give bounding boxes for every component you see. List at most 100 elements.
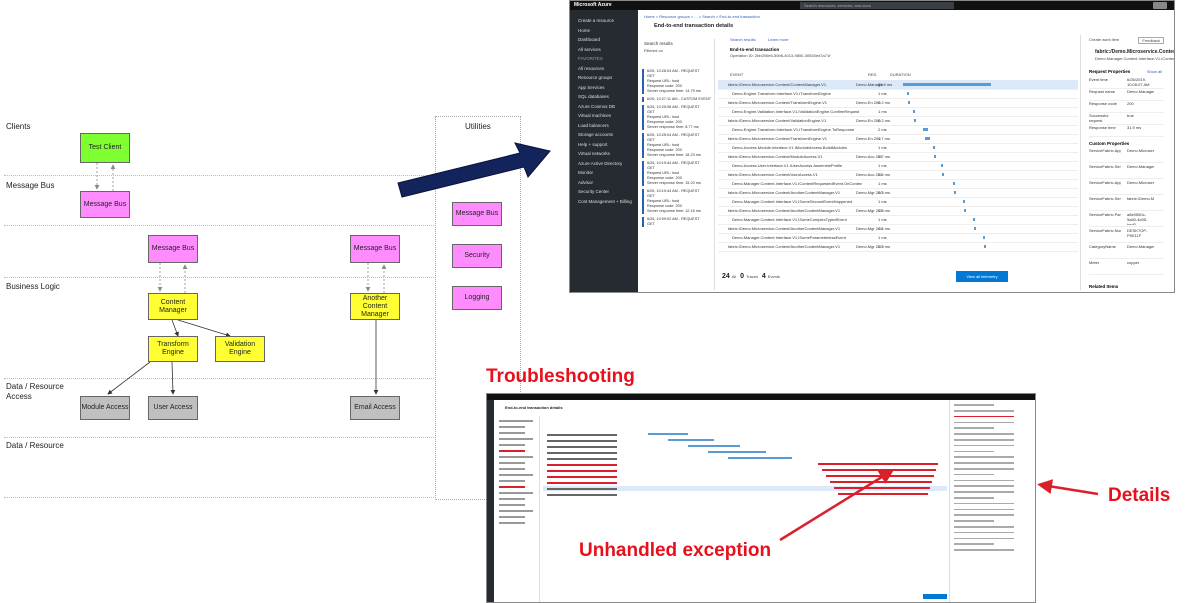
trace-row-duration: 2 ms bbox=[878, 127, 887, 132]
portal-main: Home > Resource groups > ... > Search > … bbox=[642, 13, 1175, 290]
sidebar-item[interactable]: Virtual machines bbox=[578, 113, 612, 118]
trace-row[interactable]: Demo.Manager.Content.Interface.V1.ISomeS… bbox=[718, 197, 1078, 207]
trace-row[interactable]: Demo.Manager.Content.Interface.V1.ISomeP… bbox=[718, 233, 1078, 243]
brand-label: Microsoft Azure bbox=[574, 2, 612, 8]
avatar[interactable] bbox=[1153, 2, 1167, 9]
sidebar-item[interactable]: Create a resource bbox=[578, 18, 615, 23]
portal-sidebar: Create a resource Home Dashboard All ser… bbox=[570, 10, 638, 292]
ts-trace-name bbox=[547, 452, 617, 454]
trace-row-res: Demo.Mgr 200 bbox=[856, 226, 883, 231]
trace-row[interactable]: Demo.Access.User.Interface.V1.IUserAcces… bbox=[718, 161, 1078, 171]
trace-row[interactable]: fabric:/Demo.Microservice.Content/Anothe… bbox=[718, 242, 1078, 252]
ts-detail-line bbox=[954, 549, 1014, 551]
result-line: Server response time: 18.23 ms bbox=[647, 153, 701, 157]
ts-sidebar bbox=[487, 400, 494, 602]
sidebar-item[interactable]: Cost Management + Billing bbox=[578, 198, 632, 204]
feedback-button[interactable]: Feedback bbox=[1138, 37, 1164, 44]
sidebar-item[interactable]: Load balancers bbox=[578, 122, 609, 128]
property-row: Request nameDemo.Manager.Content.Interfa… bbox=[1089, 89, 1164, 101]
detail-subtitle: Demo.Manager.Content.Interface.V1.IConte… bbox=[1095, 56, 1175, 61]
sidebar-item[interactable]: All resources bbox=[578, 65, 605, 71]
ts-result-line bbox=[499, 462, 525, 464]
sidebar-item[interactable]: Storage accounts bbox=[578, 132, 614, 137]
sidebar-item[interactable]: Virtual networks bbox=[578, 151, 610, 156]
breadcrumb[interactable]: Home > Resource groups > ... > Search > … bbox=[644, 14, 760, 19]
ts-detail-line bbox=[954, 468, 1014, 470]
lane-label-business-logic: Business Logic bbox=[6, 282, 60, 291]
ts-trace-bar bbox=[834, 487, 930, 489]
sidebar-item[interactable]: Resource groups bbox=[578, 75, 613, 80]
ts-view-all-button[interactable] bbox=[923, 594, 947, 599]
trace-bar bbox=[933, 146, 935, 149]
portal-search-input[interactable]: Search resources, services, and docs bbox=[800, 2, 954, 9]
trace-row[interactable]: Demo.Engine.Transform.Interface.V1.ITran… bbox=[718, 125, 1078, 135]
details-pane: Create work item Feedback fabric:/Demo.M… bbox=[1080, 35, 1175, 290]
ts-results-list bbox=[497, 416, 540, 602]
sidebar-item[interactable]: Advisor bbox=[578, 179, 594, 185]
learn-more-link[interactable]: Learn more bbox=[768, 37, 789, 42]
trace-row[interactable]: Demo.Manager.Content.Interface.V1.ISomeC… bbox=[718, 215, 1078, 225]
trace-row[interactable]: fabric:/Demo.Microservice.Content/UserAc… bbox=[718, 170, 1078, 180]
trace-bar bbox=[941, 164, 943, 167]
property-row: ServiceFabric.NodeNameDESKTOP-P5K11F bbox=[1089, 228, 1164, 243]
trace-row-name: Demo.Engine.Transform.Interface.V1.ITran… bbox=[732, 127, 855, 132]
trace-row[interactable]: fabric:/Demo.Microservice.Content/Module… bbox=[718, 152, 1078, 162]
result-line: Request URL: host bbox=[647, 143, 680, 147]
search-results-link[interactable]: Search results bbox=[730, 37, 756, 42]
property-key: Request name bbox=[1089, 89, 1116, 94]
trace-row-duration: 1.7 ms bbox=[878, 136, 891, 141]
show-all-link[interactable]: Show all bbox=[1146, 69, 1162, 74]
sidebar-item[interactable]: SQL databases bbox=[578, 94, 609, 99]
ts-trace-bar bbox=[668, 439, 714, 441]
sidebar-item[interactable]: Security Center bbox=[578, 189, 610, 194]
trace-row-name: fabric:/Demo.Microservice.Content/UserAc… bbox=[728, 172, 818, 177]
result-line: GET bbox=[647, 194, 655, 198]
sidebar-item[interactable]: Help + support bbox=[578, 141, 608, 147]
trace-row[interactable]: fabric:/Demo.Microservice.Content/Anothe… bbox=[718, 224, 1078, 234]
trace-bar bbox=[942, 173, 944, 176]
sidebar-item[interactable]: Azure Cosmos DB bbox=[578, 103, 616, 109]
trace-row-res: Demo.En 200 bbox=[856, 118, 881, 123]
trace-row-name: Demo.Engine.Validation.Interface.V1.IVal… bbox=[732, 109, 860, 114]
trace-row[interactable]: Demo.Engine.Transform.Interface.V1.ITran… bbox=[718, 89, 1078, 99]
sidebar-item[interactable]: Monitor bbox=[578, 170, 594, 175]
lane-label-data-resource-access: Data / Resource Access bbox=[6, 382, 64, 401]
trace-row[interactable]: Demo.Engine.Validation.Interface.V1.IVal… bbox=[718, 107, 1078, 117]
result-item[interactable]: 6/26, 10:27:11 AM - CUSTOM EVENT bbox=[642, 97, 714, 102]
create-work-item-button[interactable]: Create work item bbox=[1089, 37, 1120, 42]
property-row: ServiceFabric.ApplicationNameDemo.Micros… bbox=[1089, 180, 1164, 195]
ts-detail-line bbox=[954, 514, 1014, 516]
property-value: DESKTOP-P5K11F bbox=[1127, 228, 1148, 238]
transform-engine-node: Transform Engine bbox=[148, 336, 198, 362]
trace-row[interactable]: Demo.Access.Module.Interface.V1.IModuleA… bbox=[718, 143, 1078, 153]
property-value: 200 bbox=[1127, 101, 1134, 106]
detail-title: fabric:/Demo.Microservice.Content/Conten… bbox=[1095, 49, 1174, 55]
trace-row[interactable]: fabric:/Demo.Microservice.Content/Anothe… bbox=[718, 188, 1078, 198]
trace-row[interactable]: fabric:/Demo.Microservice.Content/Transf… bbox=[718, 134, 1078, 144]
trace-row[interactable]: fabric:/Demo.Microservice.Content/Transf… bbox=[718, 98, 1078, 108]
view-all-telemetry-button[interactable]: View all telemetry bbox=[956, 271, 1008, 282]
sidebar-item[interactable]: Azure Active Directory bbox=[578, 160, 623, 166]
sidebar-item[interactable]: Home bbox=[578, 27, 591, 33]
sidebar-item[interactable]: App Services bbox=[578, 84, 605, 90]
ts-trace-row bbox=[543, 462, 947, 467]
details-callout: Details bbox=[1108, 485, 1171, 506]
result-line: Server response time: 14.79 ms bbox=[647, 89, 701, 93]
trace-row[interactable]: fabric:/Demo.Microservice.Content/Conten… bbox=[718, 80, 1078, 90]
ts-detail-line bbox=[954, 508, 1014, 511]
property-key: ServiceFabric.ServiceName bbox=[1089, 196, 1121, 201]
ts-trace-name bbox=[547, 470, 617, 472]
sidebar-item[interactable]: Dashboard bbox=[578, 37, 601, 42]
trace-row[interactable]: fabric:/Demo.Microservice.Content/Valida… bbox=[718, 116, 1078, 126]
trace-row[interactable]: Demo.Manager.Content.Interface.V1.IConte… bbox=[718, 179, 1078, 189]
trace-row[interactable]: fabric:/Demo.Microservice.Content/Anothe… bbox=[718, 206, 1078, 216]
lane-label-data-resource: Data / Resource bbox=[6, 441, 64, 450]
sidebar-item[interactable]: All services bbox=[578, 46, 601, 52]
